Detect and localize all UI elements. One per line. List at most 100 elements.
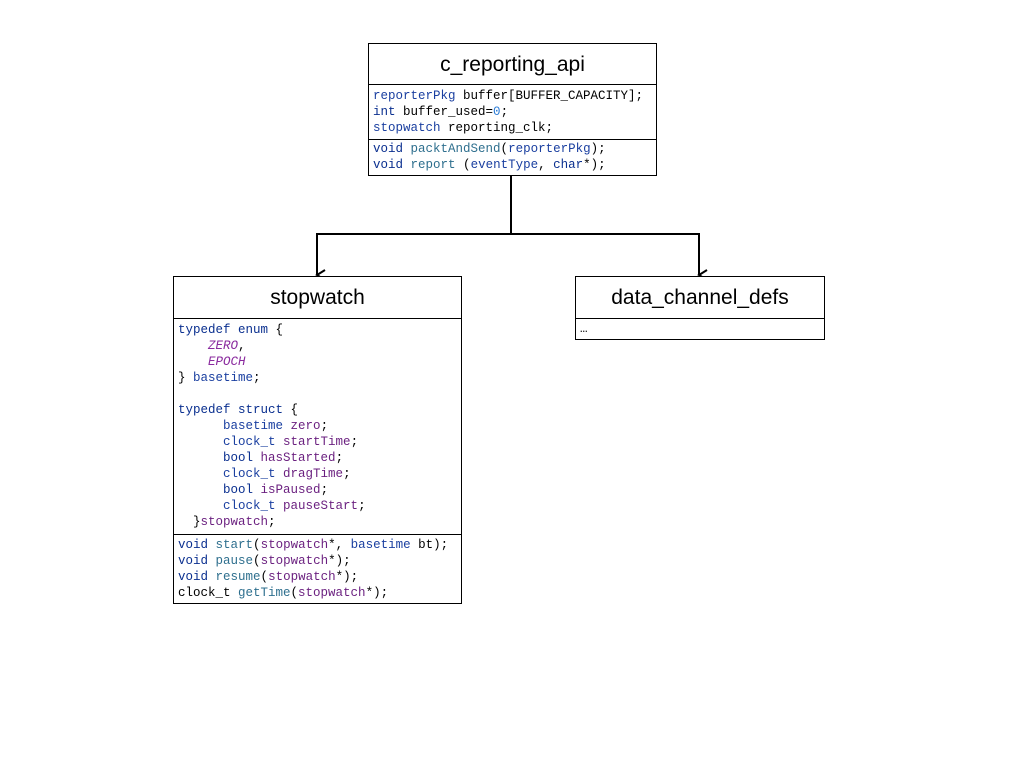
code-token: *); [335, 570, 359, 584]
code-token: *, [328, 538, 351, 552]
attributes-section: reporterPkg buffer[BUFFER_CAPACITY];int … [369, 85, 656, 139]
code-token: stopwatch [298, 586, 366, 600]
code-token [178, 483, 223, 497]
code-token: packtAndSend [410, 142, 501, 156]
code-token: basetime [223, 419, 284, 433]
code-token [178, 467, 223, 481]
code-token [208, 538, 216, 552]
code-token: char [553, 158, 584, 172]
code-token: EPOCH [208, 355, 246, 369]
connector-to-data-channel-defs [511, 233, 708, 281]
code-token: basetime [193, 371, 254, 385]
code-token: getTime [238, 586, 291, 600]
code-line: ZERO, [178, 338, 457, 354]
code-token [208, 554, 216, 568]
code-line: void packtAndSend(reporterPkg); [373, 141, 652, 157]
code-token: clock_t [223, 499, 276, 513]
code-line: clock_t pauseStart; [178, 498, 457, 514]
code-token: eventType [470, 158, 539, 172]
code-token [178, 499, 223, 513]
class-box-data-channel-defs[interactable]: data_channel_defs … [575, 276, 825, 340]
code-token: ( [260, 570, 269, 584]
class-box-stopwatch[interactable]: stopwatch typedef enum { ZERO, EPOCH} ba… [173, 276, 462, 604]
code-line: void start(stopwatch*, basetime bt); [178, 537, 457, 553]
code-token: ; [358, 499, 366, 513]
code-token: stopwatch [200, 515, 269, 529]
code-token: ; [343, 467, 351, 481]
code-token [276, 499, 284, 513]
code-token: dragTime [283, 467, 344, 481]
code-token [178, 387, 186, 401]
code-token: , [238, 339, 246, 353]
code-token: ( [253, 538, 261, 552]
code-token: startTime [283, 435, 351, 449]
code-token [276, 435, 284, 449]
code-token: void [373, 142, 404, 156]
code-token [253, 483, 261, 497]
code-token: } [178, 371, 194, 385]
code-token: void [178, 538, 209, 552]
code-line: typedef struct { [178, 402, 457, 418]
code-token: zero [290, 419, 321, 433]
code-line: stopwatch reporting_clk; [373, 120, 652, 136]
code-token: ; [335, 451, 344, 465]
attributes-section: … [576, 319, 824, 338]
code-token [178, 339, 208, 353]
code-token: reporting_clk; [440, 121, 554, 135]
code-token: *); [365, 586, 389, 600]
code-line: void resume(stopwatch*); [178, 569, 457, 585]
attributes-section: typedef enum { ZERO, EPOCH} basetime; ty… [174, 319, 461, 534]
code-line: … [580, 321, 820, 337]
code-token: *); [583, 158, 606, 172]
code-token: ); [590, 142, 606, 156]
code-token: clock_t [223, 435, 276, 449]
code-token [403, 142, 411, 156]
code-line: bool isPaused; [178, 482, 457, 498]
class-title: c_reporting_api [369, 44, 656, 85]
code-token: bool [223, 483, 254, 497]
code-token: typedef struct [178, 403, 284, 417]
code-token: 0 [493, 105, 501, 119]
code-token: ( [455, 158, 471, 172]
code-line [178, 386, 457, 402]
code-token: void [178, 570, 209, 584]
code-token: buffer_used= [395, 105, 494, 119]
code-line: clock_t startTime; [178, 434, 457, 450]
code-token: basetime [350, 538, 411, 552]
methods-section: void start(stopwatch*, basetime bt);void… [174, 534, 461, 602]
code-token: ( [290, 586, 299, 600]
code-token: resume [215, 570, 261, 584]
code-token: , [538, 158, 554, 172]
code-token: ; [500, 105, 509, 119]
class-box-c-reporting-api[interactable]: c_reporting_api reporterPkg buffer[BUFFE… [368, 43, 657, 176]
code-token: bool [223, 451, 254, 465]
code-token [178, 355, 208, 369]
code-token [208, 570, 216, 584]
class-title: stopwatch [174, 277, 461, 319]
code-token: stopwatch [268, 570, 336, 584]
code-token: ; [350, 435, 359, 449]
code-token [178, 435, 223, 449]
code-token: } [178, 515, 201, 529]
code-line: typedef enum { [178, 322, 457, 338]
code-line: int buffer_used=0; [373, 104, 652, 120]
code-line: reporterPkg buffer[BUFFER_CAPACITY]; [373, 88, 652, 104]
code-token: void [178, 554, 209, 568]
code-token: { [268, 323, 284, 337]
code-token [283, 419, 291, 433]
code-token: clock_t [178, 586, 239, 600]
code-token: stopwatch [373, 121, 441, 135]
code-line: clock_t dragTime; [178, 466, 457, 482]
code-token [178, 419, 223, 433]
code-token: typedef enum [178, 323, 269, 337]
code-token: ; [320, 483, 329, 497]
code-token: start [215, 538, 254, 552]
code-token: pause [215, 554, 254, 568]
code-line: }stopwatch; [178, 514, 457, 530]
code-token: *); [328, 554, 351, 568]
code-token: reporterPkg [508, 142, 591, 156]
code-token: … [580, 322, 588, 336]
code-token: hasStarted [260, 451, 336, 465]
code-token: isPaused [260, 483, 321, 497]
code-token: clock_t [223, 467, 276, 481]
